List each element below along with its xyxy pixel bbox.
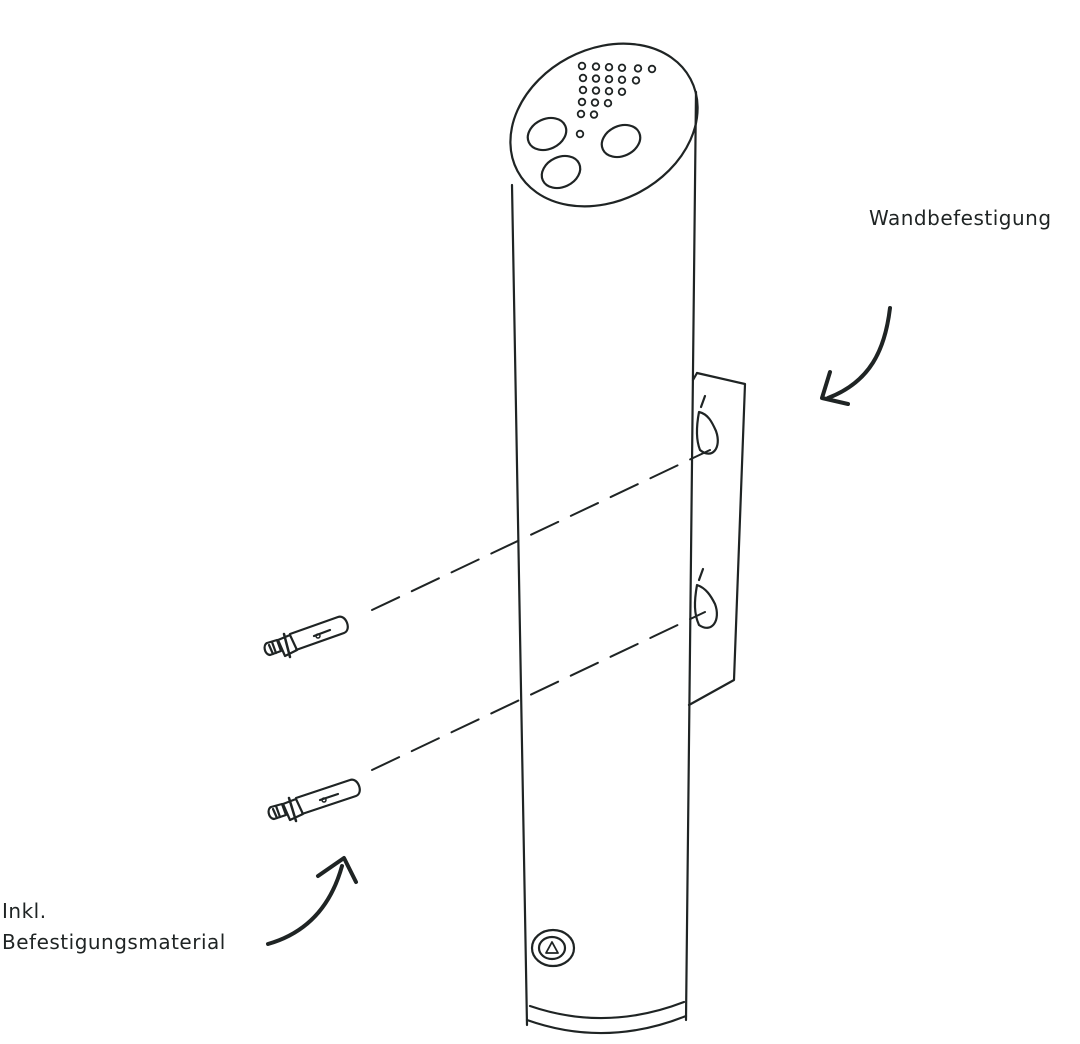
- tube-bottom-rim: [525, 1014, 688, 1035]
- bottom-lock: [530, 928, 576, 968]
- vent-dot: [591, 86, 601, 95]
- guide-lower: [371, 611, 706, 771]
- arrow-to-anchors-head: [316, 856, 358, 884]
- vent-dot-grid: [575, 61, 657, 139]
- vent-dot: [604, 86, 614, 96]
- vent-dot: [590, 98, 600, 107]
- anchor-lower-washer: [287, 796, 298, 823]
- anchor-lower-bolt: [267, 802, 288, 821]
- label-included-material: Inkl. Befestigungsmaterial: [2, 896, 226, 958]
- arrow-to-bracket: [820, 306, 892, 406]
- vent-dot: [576, 109, 586, 119]
- tube-left-side: [510, 183, 529, 1027]
- vent-dot: [591, 62, 601, 71]
- vent-dot: [603, 98, 613, 108]
- vent-dot: [577, 97, 587, 107]
- bracket-keyhole-lower-slot: [697, 567, 705, 582]
- tube-bottom-rim-inner: [528, 1000, 686, 1020]
- vent-dot: [589, 110, 599, 119]
- ashtray-tube: [509, 42, 699, 1035]
- vent-dot: [631, 76, 641, 85]
- vent-dot: [591, 74, 601, 83]
- anchor-lower-nut: [281, 797, 305, 822]
- opening-right: [600, 123, 642, 159]
- anchor-upper-bolt: [263, 638, 283, 657]
- vent-dot: [575, 129, 585, 139]
- vent-dot: [647, 64, 657, 74]
- vent-dot: [604, 74, 614, 84]
- anchor-lower-thread: [271, 804, 282, 820]
- arrow-to-bracket-head: [820, 370, 850, 406]
- lock-outer: [530, 928, 576, 968]
- arrow-to-bracket-shaft: [826, 306, 892, 400]
- anchor-upper-hole: [315, 633, 321, 639]
- vent-dot: [578, 85, 588, 95]
- bracket-keyhole-upper: [695, 410, 719, 455]
- tube-right-side: [684, 90, 698, 1022]
- wall-bracket: [687, 371, 747, 707]
- arrow-to-anchors-shaft: [266, 864, 344, 946]
- lock-inner: [537, 935, 567, 961]
- bracket-front-face: [687, 371, 747, 707]
- vent-dot: [578, 73, 588, 83]
- anchor-upper-sleeve: [288, 615, 349, 652]
- vent-dot: [617, 87, 627, 96]
- anchor-upper-nut: [276, 633, 299, 658]
- bracket-keyhole-upper-slot: [699, 394, 707, 409]
- vent-dot: [577, 61, 587, 71]
- guide-upper: [371, 449, 711, 611]
- vent-dot: [617, 63, 627, 72]
- opening-bottom: [540, 154, 582, 190]
- label-included-material-line1: Inkl.: [2, 899, 47, 923]
- top-openings: [526, 116, 642, 190]
- arrow-to-anchors: [266, 856, 358, 946]
- anchor-lower-sleeve: [294, 778, 361, 816]
- vent-dot: [633, 64, 643, 73]
- anchor-upper-thread: [267, 640, 278, 656]
- triangle-lock-icon: [545, 941, 559, 954]
- anchor-lower: [267, 778, 361, 823]
- anchor-upper-washer: [282, 632, 292, 659]
- vent-dot: [604, 62, 614, 72]
- label-wall-mount: Wandbefestigung: [869, 206, 1052, 230]
- anchor-upper: [263, 615, 349, 659]
- anchor-lower-hole: [321, 797, 327, 803]
- alignment-guides: [371, 449, 711, 771]
- vent-dot: [617, 75, 627, 84]
- label-included-material-line2: Befestigungsmaterial: [2, 930, 226, 954]
- tube-top-lid: [509, 42, 699, 208]
- bracket-keyhole-lower: [693, 583, 718, 629]
- opening-left: [526, 116, 568, 152]
